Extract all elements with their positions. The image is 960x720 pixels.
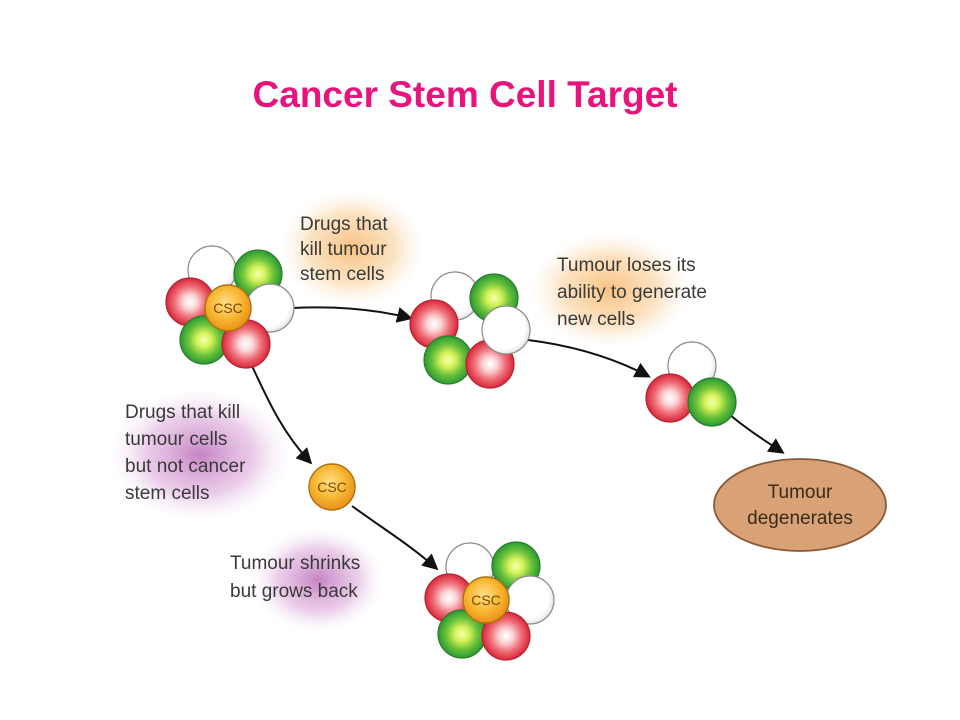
csc-cell-original <box>204 284 252 332</box>
lone-csc: CSC <box>308 463 356 511</box>
purple-glow-drugs-tumour <box>110 389 290 521</box>
label-shrinks-line-2: but grows back <box>230 581 358 602</box>
csc-cell-regrown <box>462 576 510 624</box>
label-shrinks-line-1: Tumour shrinks <box>230 553 360 574</box>
tumour-cluster-original: CSC <box>165 245 295 369</box>
csc-label-lone: CSC <box>317 479 347 495</box>
purple-glow-shrinks <box>252 528 384 632</box>
arrow-to-degenerates <box>729 414 785 454</box>
orange-glow-drugs-stem <box>280 190 424 306</box>
label-drugs-kill-stem-line-3: stem cells <box>300 264 384 285</box>
label-drugs-kill-stem-line-2: kill tumour <box>300 239 387 260</box>
label-drugs-kill-stem: Drugs that kill tumour stem cells <box>300 214 393 285</box>
tumour-cluster-regrown: CSC <box>424 541 555 661</box>
orange-glow-loses-ability <box>530 232 690 348</box>
label-drugs-kill-tumour-line-2: tumour cells <box>125 429 227 450</box>
label-drugs-kill-tumour-line-1: Drugs that kill <box>125 402 240 423</box>
label-loses-ability-line-2: ability to generate <box>557 282 707 303</box>
arrow-to-small-cluster <box>527 339 651 378</box>
tumour-cluster-small <box>645 341 737 427</box>
arrow-to-lone-csc <box>251 365 313 465</box>
label-loses-ability-line-1: Tumour loses its <box>557 255 696 276</box>
label-drugs-kill-stem-line-1: Drugs that <box>300 214 388 235</box>
label-loses-ability-line-3: new cells <box>557 309 635 330</box>
tumour-degenerates-blob <box>713 458 887 552</box>
csc-label-original: CSC <box>213 300 243 316</box>
csc-label-regrown: CSC <box>471 592 501 608</box>
label-drugs-kill-tumour-line-3: but not cancer <box>125 456 246 477</box>
degenerates-label-line-1: Tumour <box>768 482 833 503</box>
tumour-cluster-no-csc <box>409 271 531 389</box>
arrow-to-stem-drug-result <box>291 306 414 323</box>
label-shrinks: Tumour shrinks but grows back <box>230 553 366 602</box>
label-drugs-kill-tumour-line-4: stem cells <box>125 483 209 504</box>
degenerates-label-line-2: degenerates <box>747 508 853 529</box>
label-drugs-kill-tumour: Drugs that kill tumour cells but not can… <box>125 402 251 504</box>
label-loses-ability: Tumour loses its ability to generate new… <box>557 255 712 330</box>
page-title: Cancer Stem Cell Target <box>252 74 678 115</box>
arrow-to-regrowth <box>351 505 439 571</box>
